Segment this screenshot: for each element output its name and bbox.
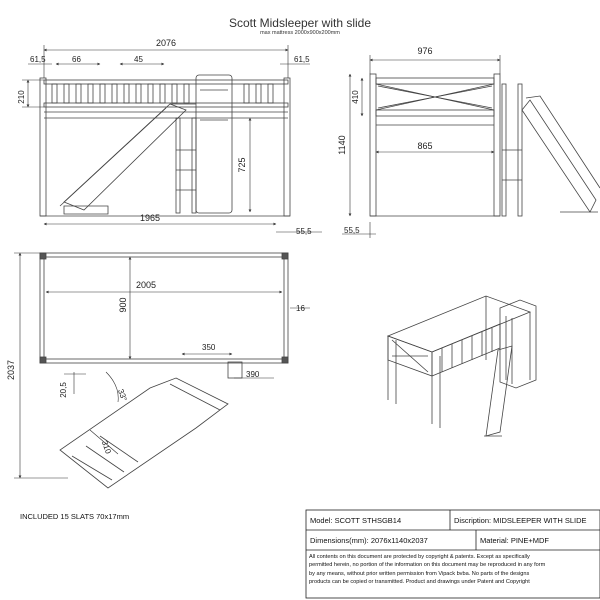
isometric-view — [386, 295, 537, 437]
dim-side-total-height: 1140 — [337, 135, 347, 154]
dim-front-bottom-width: 1965 — [140, 213, 160, 223]
legal-line: permitted herein, no portion of the info… — [309, 562, 546, 569]
side-view-dimensions — [342, 55, 501, 238]
slats-note: INCLUDED 15 SLATS 70x17mm — [20, 512, 130, 521]
dim-top-total-length: 2037 — [6, 360, 16, 380]
dim-side-inner-width: 865 — [417, 141, 432, 151]
front-view — [39, 74, 291, 217]
dim-front-right-bottom: 55,5 — [296, 227, 312, 236]
material-field: Material: PINE+MDF — [480, 536, 549, 545]
legal-line: by any means, without prior written perm… — [309, 570, 530, 577]
top-view-dimensions — [14, 252, 310, 479]
dim-top-bottom-gap: 20,5 — [59, 382, 68, 398]
front-slide — [59, 103, 196, 215]
dim-front-inner-height: 725 — [237, 157, 247, 172]
side-view — [369, 73, 600, 217]
side-slide — [521, 95, 600, 213]
dim-front-slat-gap-a: 66 — [72, 55, 81, 64]
dim-top-inner-length: 2005 — [136, 280, 156, 290]
isometric-slide — [484, 345, 513, 437]
model-field: Model: SCOTT STHSGB14 — [310, 516, 402, 525]
front-view-dimensions — [22, 45, 322, 233]
dim-slide-angle: 33° — [116, 388, 129, 402]
legal-line: All contents on this document are protec… — [309, 554, 530, 560]
drawing-subtitle: max mattress 2000x900x200mm — [260, 30, 340, 36]
dim-slide-width: 310 — [100, 439, 113, 455]
dim-top-side-gap: 16 — [296, 304, 305, 313]
title-block-frame — [305, 509, 600, 599]
dim-front-slat-gap-b: 45 — [134, 55, 143, 64]
dim-front-guard-height: 210 — [17, 90, 26, 104]
dimensions-field: Dimensions(mm): 2076x1140x2037 — [310, 536, 428, 545]
dim-side-width: 976 — [417, 46, 432, 56]
dim-side-bottom: 55,5 — [344, 226, 360, 235]
dim-side-guard-height: 410 — [351, 90, 360, 104]
description-field: Discription: MIDSLEEPER WITH SLIDE — [454, 516, 587, 525]
legal-line: products can be copied or transmitted. P… — [309, 578, 530, 585]
dim-front-total-width: 2076 — [156, 38, 176, 48]
dim-top-slide-offset: 350 — [202, 343, 216, 352]
top-view — [39, 252, 289, 489]
dim-top-slide-step: 390 — [246, 370, 260, 379]
drawing-title: Scott Midsleeper with slide — [228, 16, 372, 30]
top-slide — [59, 377, 229, 489]
dim-front-left-offset: 61,5 — [30, 55, 46, 64]
dim-front-right-offset: 61,5 — [294, 55, 310, 64]
dim-top-inner-width: 900 — [118, 297, 128, 312]
title-block: Model: SCOTT STHSGB14 Discription: MIDSL… — [306, 510, 600, 598]
legal-notice: All contents on this document are protec… — [309, 553, 600, 586]
front-guard-slats — [51, 83, 274, 104]
